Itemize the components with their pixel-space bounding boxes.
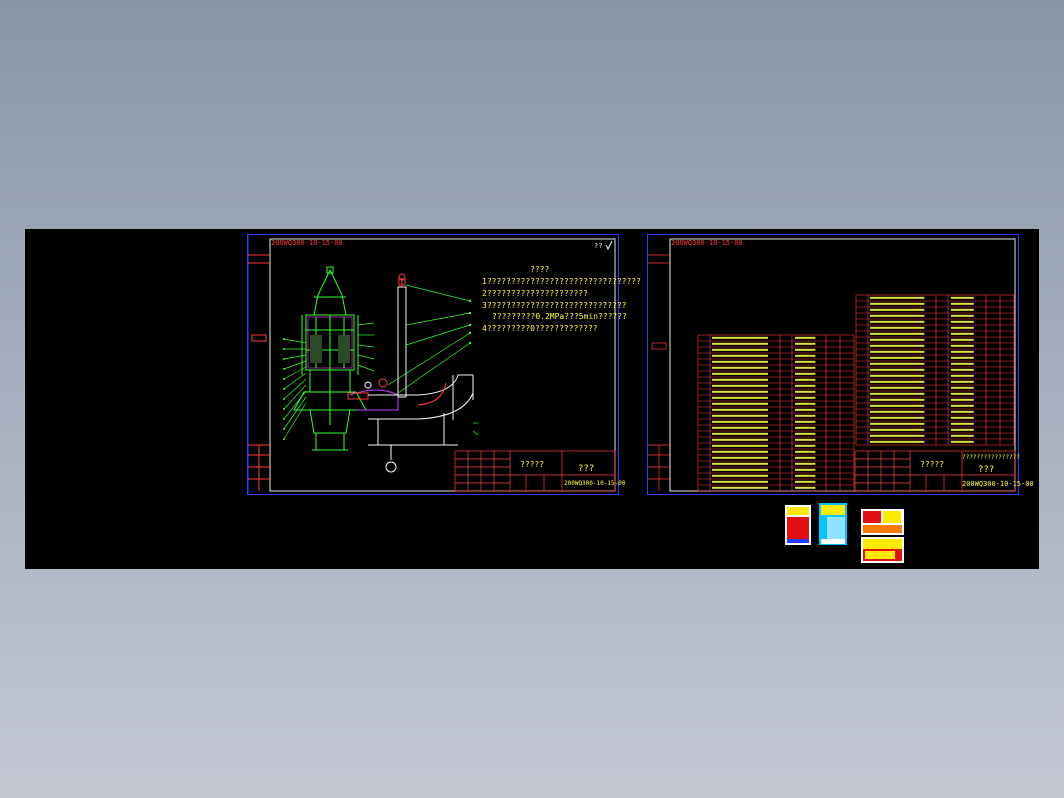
technical-note-3: 3????????????????????????????? bbox=[482, 301, 627, 310]
assembly-drawing bbox=[247, 235, 616, 494]
thumbnail-2 bbox=[819, 503, 847, 545]
technical-note-1: 1???????????????????????????????? bbox=[482, 277, 641, 286]
thumbnail-previews bbox=[785, 503, 904, 563]
drawing-number-tab: 200WQ300-10-15-00 bbox=[671, 239, 743, 247]
technical-notes-title: ???? bbox=[530, 265, 550, 274]
parts-list-drawing bbox=[648, 238, 1016, 492]
thumbnail-3 bbox=[861, 509, 904, 535]
roughness-mark: ?? bbox=[594, 242, 603, 250]
thumbnail-1 bbox=[785, 505, 811, 545]
cad-viewport[interactable]: 200WQ300-10-15-00 ?? ???? 1?????????????… bbox=[25, 229, 1039, 569]
technical-note-2: 2????????????????????? bbox=[482, 289, 588, 298]
drawing-sheet-assembly: 200WQ300-10-15-00 ?? ???? 1?????????????… bbox=[247, 234, 641, 495]
title-block-name: ????? bbox=[920, 460, 945, 469]
technical-note-3b: ?????????0.2MPa???5min?????? bbox=[492, 312, 627, 321]
title-block-code: 200WQ300-10-15-00 bbox=[564, 480, 626, 487]
drawing-sheet-parts-list: 200WQ300-10-15-00 ???????????????? ?????… bbox=[647, 234, 1034, 495]
title-block-note: ???????????????? bbox=[962, 454, 1020, 461]
title-block-material: ??? bbox=[578, 464, 595, 474]
title-block-material: ??? bbox=[978, 465, 995, 475]
title-block-name: ????? bbox=[520, 460, 545, 469]
thumbnail-4 bbox=[861, 537, 904, 563]
drawing-number-tab: 200WQ300-10-15-00 bbox=[271, 239, 343, 247]
technical-note-4: 4?????????0????????????? bbox=[482, 324, 598, 333]
title-block-code: 200WQ300-10-15-00 bbox=[962, 480, 1034, 488]
